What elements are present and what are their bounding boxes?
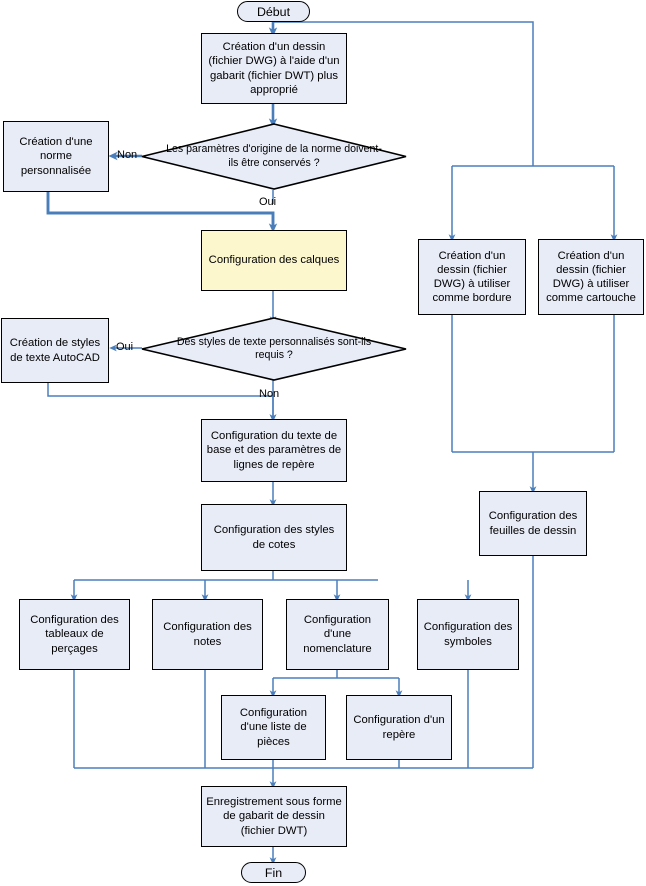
node-symbols-config[interactable]: Configuration des symboles <box>417 599 519 670</box>
edge-label-standard-no: Non <box>117 149 138 161</box>
node-create-drawing[interactable]: Création d'un dessin (fichier DWG) à l'a… <box>201 33 347 104</box>
node-parts-list-config[interactable]: Configuration d'une liste de pièces <box>221 695 326 760</box>
node-titleblock-drawing[interactable]: Création d'un dessin (fichier DWG) à uti… <box>538 239 644 315</box>
node-decision-text-styles[interactable]: Des styles de texte personnalisés sont-i… <box>141 317 407 381</box>
node-notes-config-label: Configuration des notes <box>163 621 252 648</box>
node-dim-styles-config-label: Configuration des styles de cotes <box>213 524 335 551</box>
edge-label-text-styles-no: Non <box>259 388 280 400</box>
node-custom-standard-label: Création d'une norme personnalisée <box>19 136 93 177</box>
node-autocad-text-styles-label: Création de styles de texte AutoCAD <box>9 337 101 364</box>
node-save-template-label: Enregistrement sous forme de gabarit de … <box>206 796 342 837</box>
node-hole-tables-config-label: Configuration des tableaux de perçages <box>30 614 119 655</box>
node-save-template[interactable]: Enregistrement sous forme de gabarit de … <box>201 786 347 847</box>
node-symbols-config-label: Configuration des symboles <box>423 621 513 648</box>
node-nomenclature-config-label: Configuration d'une nomenclature <box>303 614 372 655</box>
node-base-text-config[interactable]: Configuration du texte de base et des pa… <box>201 419 347 482</box>
node-decision-standard-label: Les paramètres d'origine de la norme doi… <box>166 143 382 169</box>
node-create-drawing-label: Création d'un dessin (fichier DWG) à l'a… <box>208 41 340 96</box>
node-balloon-config[interactable]: Configuration d'un repère <box>346 695 452 760</box>
node-start-label: Début <box>256 4 291 19</box>
node-dim-styles-config[interactable]: Configuration des styles de cotes <box>201 504 347 571</box>
node-border-drawing[interactable]: Création d'un dessin (fichier DWG) à uti… <box>418 239 526 315</box>
node-autocad-text-styles[interactable]: Création de styles de texte AutoCAD <box>1 318 109 383</box>
node-parts-list-config-label: Configuration d'une liste de pièces <box>239 707 308 748</box>
node-notes-config[interactable]: Configuration des notes <box>152 599 263 670</box>
node-end-label: Fin <box>264 865 283 880</box>
node-titleblock-drawing-label: Création d'un dessin (fichier DWG) à uti… <box>546 249 636 305</box>
edge-label-text-styles-yes: Oui <box>116 341 134 353</box>
edge-autocad-to-basetext <box>47 383 277 422</box>
node-decision-standard[interactable]: Les paramètres d'origine de la norme doi… <box>141 123 407 190</box>
edge-custom-to-layers <box>46 192 278 233</box>
node-hole-tables-config[interactable]: Configuration des tableaux de perçages <box>19 599 130 670</box>
node-custom-standard[interactable]: Création d'une norme personnalisée <box>3 121 109 192</box>
edge-label-standard-yes: Oui <box>259 196 277 208</box>
node-start[interactable]: Début <box>237 1 310 22</box>
node-balloon-config-label: Configuration d'un repère <box>353 714 445 741</box>
node-border-drawing-label: Création d'un dessin (fichier DWG) à uti… <box>432 249 512 305</box>
node-nomenclature-config[interactable]: Configuration d'une nomenclature <box>286 599 389 670</box>
node-layers-config-label: Configuration des calques <box>208 254 340 267</box>
node-base-text-config-label: Configuration du texte de base et des pa… <box>206 430 342 471</box>
node-layers-config[interactable]: Configuration des calques <box>201 230 347 291</box>
node-end[interactable]: Fin <box>241 862 306 883</box>
node-decision-text-styles-label: Des styles de texte personnalisés sont-i… <box>176 335 372 361</box>
decision-text-styles-shape <box>141 317 407 381</box>
node-sheets-config[interactable]: Configuration des feuilles de dessin <box>479 491 587 556</box>
node-sheets-config-label: Configuration des feuilles de dessin <box>488 510 578 537</box>
